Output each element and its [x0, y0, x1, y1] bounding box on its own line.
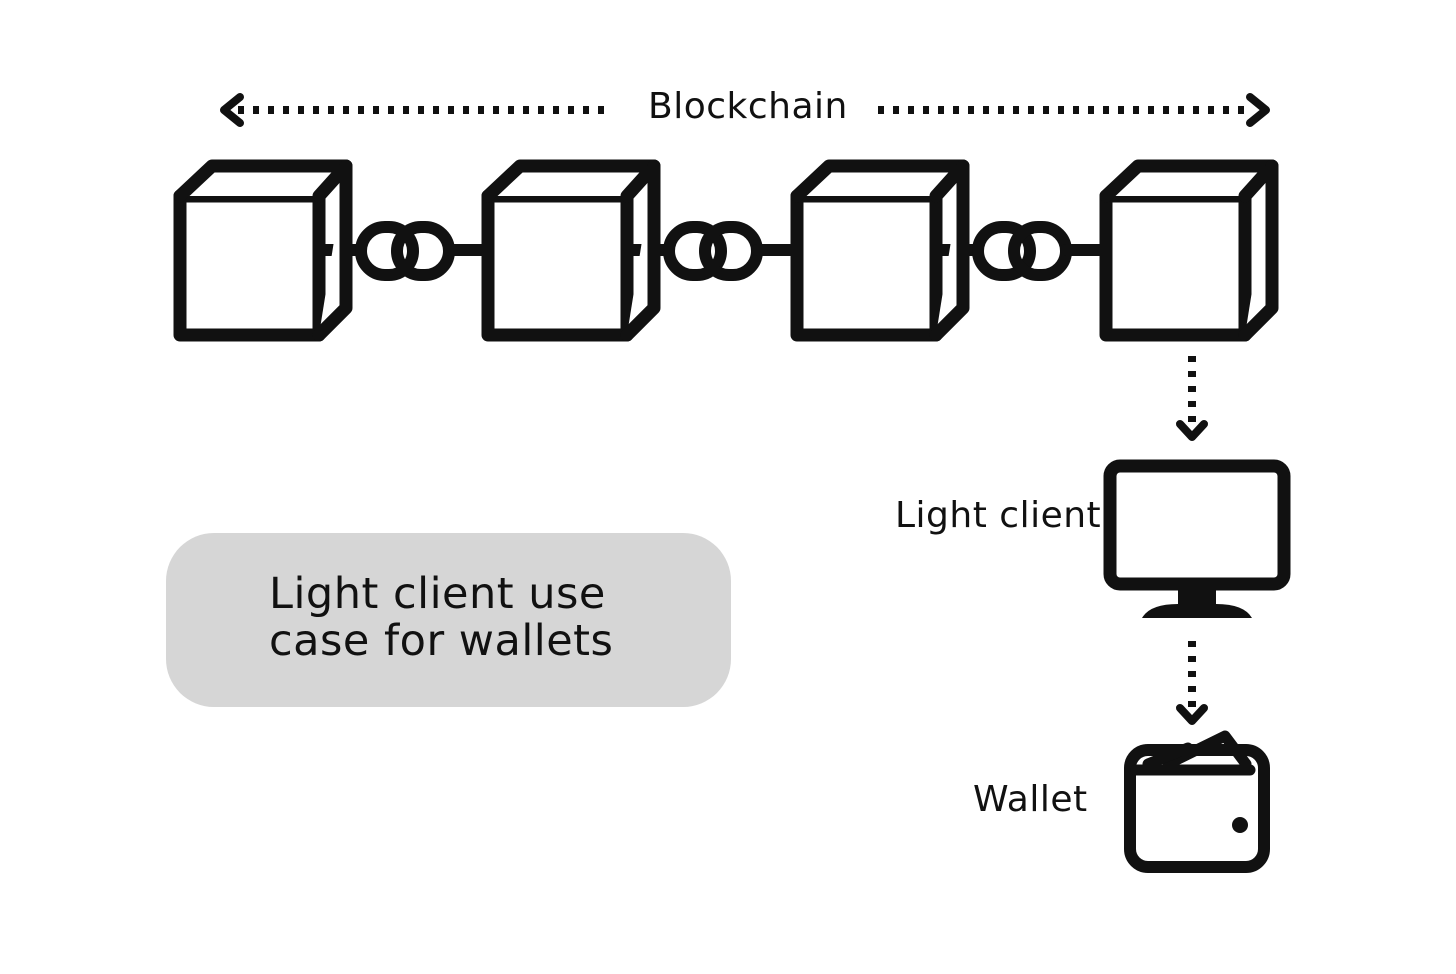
arrow-down-icon: [1176, 641, 1208, 725]
cube-icon: [790, 159, 970, 342]
caption-text: Light client use case for wallets: [269, 569, 614, 666]
caption-box: Light client use case for wallets: [166, 533, 731, 707]
chain-link-icon: [319, 221, 488, 281]
cube-icon: [173, 159, 353, 342]
light-client-label: Light client: [895, 495, 1102, 536]
cube-icon: [481, 159, 661, 342]
wallet-label: Wallet: [973, 779, 1088, 820]
blockchain-label: Blockchain: [648, 86, 848, 127]
blockchain-span-arrow-left: [220, 93, 610, 127]
blockchain-span-arrow-right: [878, 93, 1270, 127]
wallet-icon: [1124, 730, 1270, 873]
cube-icon: [1099, 159, 1279, 342]
arrow-down-icon: [1176, 356, 1208, 441]
monitor-icon: [1103, 459, 1291, 618]
